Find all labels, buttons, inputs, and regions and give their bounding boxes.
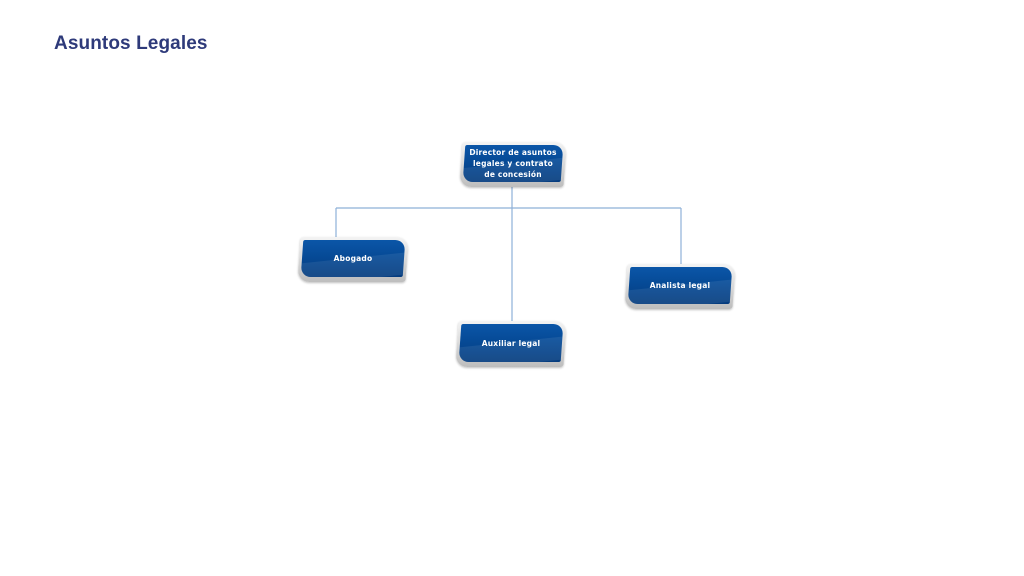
org-node-auxiliar-legal: Auxiliar legal (455, 321, 567, 367)
org-node-analista-legal: Analista legal (624, 264, 736, 309)
org-node-director: Director de asuntos legales y contrato d… (459, 142, 567, 187)
org-node-analista-legal-label: Analista legal (649, 281, 711, 290)
org-node-director-label: Director de asuntos legales y contrato d… (469, 148, 557, 179)
page-title: Asuntos Legales (54, 33, 208, 54)
org-node-abogado: Abogado (297, 237, 409, 282)
org-node-abogado-label: Abogado (333, 254, 373, 263)
org-node-auxiliar-legal-label: Auxiliar legal (481, 338, 541, 348)
